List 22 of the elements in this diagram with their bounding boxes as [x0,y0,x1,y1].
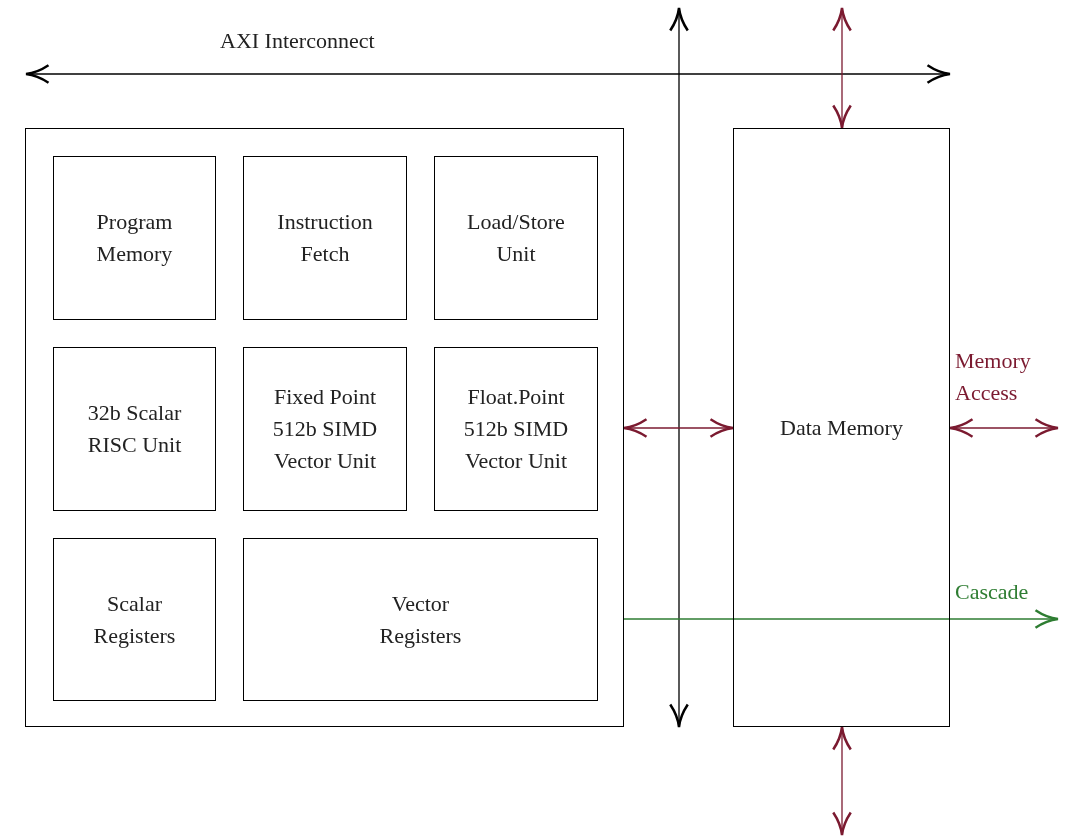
block-label: 32b Scalar RISC Unit [86,399,183,459]
edge-label: Cascade [955,578,1030,606]
bus-label: AXI Interconnect [220,27,375,55]
block-label: Vector Registers [378,589,463,650]
block-box [53,538,216,701]
block-label: Load/Store Unit [466,208,566,268]
block-box [243,347,407,511]
block-label: Program Memory [95,208,174,268]
block-box [53,156,216,320]
block-label: Float.Point 512b SIMD Vector Unit [462,383,570,475]
core-box [25,128,624,727]
block-label: Instruction Fetch [276,208,374,268]
block-label: Fixed Point 512b SIMD Vector Unit [271,383,379,475]
block-box [243,156,407,320]
edge-label: Memory Access [955,347,1032,407]
block-box [243,538,598,701]
block-box [434,347,598,511]
block-label: Scalar Registers [92,589,177,650]
block-box [434,156,598,320]
block-box [733,128,950,727]
block-label: Data Memory [779,413,904,442]
block-box [53,347,216,511]
